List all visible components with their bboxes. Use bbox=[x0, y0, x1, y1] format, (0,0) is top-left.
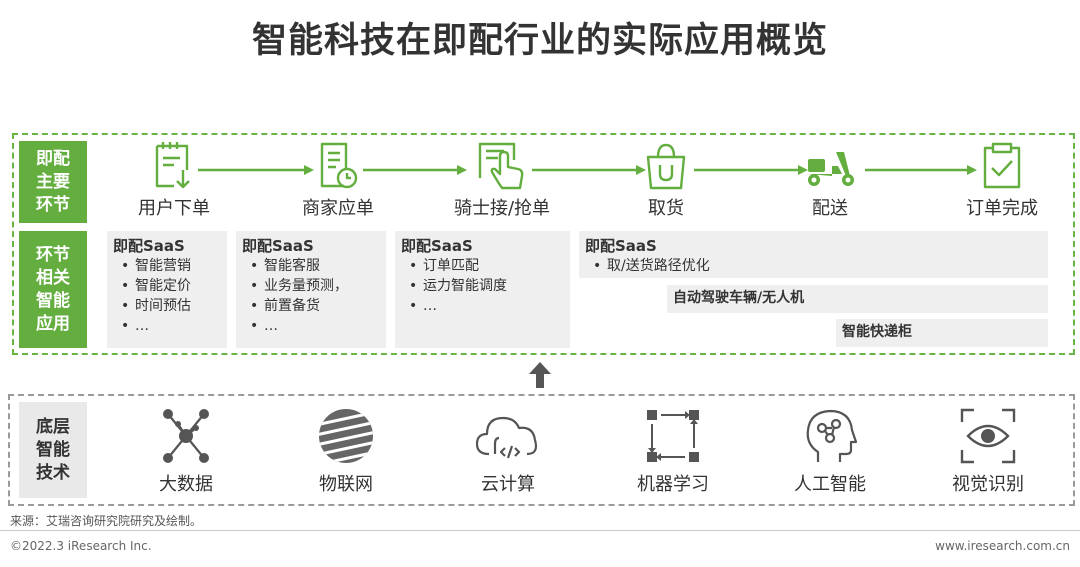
up-arrow-icon bbox=[529, 362, 551, 388]
main-links-line: 环节 bbox=[36, 194, 70, 215]
flow-arrow bbox=[363, 165, 467, 175]
panel-title: 即配SaaS bbox=[401, 237, 473, 255]
smart-apps-label: 环节 相关 智能 应用 bbox=[19, 231, 87, 348]
tech-ai: 人工智能 bbox=[765, 406, 895, 496]
flow-arrow bbox=[694, 165, 808, 175]
scooter-icon bbox=[808, 152, 854, 186]
flow-arrow bbox=[198, 165, 314, 175]
globe-stripes-icon bbox=[319, 409, 373, 463]
flow-arrow bbox=[865, 165, 977, 175]
panel-item: 订单匹配 bbox=[409, 256, 564, 276]
order-form-icon bbox=[155, 142, 190, 189]
panel-item: 业务量预测， bbox=[250, 276, 380, 296]
panel-item: 运力智能调度 bbox=[409, 276, 564, 296]
panel-item: … bbox=[121, 316, 221, 336]
saas-panel: 即配SaaS 智能客服 业务量预测， 前置备货 … bbox=[236, 231, 386, 348]
step-label: 骑士接/抢单 bbox=[453, 198, 551, 219]
smart-apps-line: 相关 bbox=[36, 267, 70, 288]
receipt-clock-icon bbox=[320, 142, 358, 189]
panel-item: 取/送货路径优化 bbox=[593, 256, 1042, 276]
tech-big-data: 大数据 bbox=[121, 406, 251, 496]
tech-name: 云计算 bbox=[481, 474, 535, 495]
panel-item: 智能营销 bbox=[121, 256, 221, 276]
panel-item: 时间预估 bbox=[121, 296, 221, 316]
panel-item: 智能定价 bbox=[121, 276, 221, 296]
step-label: 订单完成 bbox=[966, 198, 1038, 219]
application-frame bbox=[12, 133, 1075, 355]
tech-name: 物联网 bbox=[319, 474, 373, 495]
step-merchant-accept: 商家应单 bbox=[273, 140, 403, 220]
panel-item: … bbox=[250, 316, 380, 336]
step-complete: 订单完成 bbox=[937, 140, 1067, 220]
tech-vision: 视觉识别 bbox=[923, 406, 1053, 496]
clipboard-check-icon bbox=[983, 142, 1021, 189]
step-user-order: 用户下单 bbox=[109, 140, 239, 220]
tech-name: 人工智能 bbox=[794, 474, 866, 495]
cloud-code-icon bbox=[475, 416, 538, 459]
step-label: 用户下单 bbox=[138, 198, 210, 219]
tech-name: 大数据 bbox=[159, 474, 213, 495]
autonomous-vehicle-bar: 自动驾驶车辆/无人机 bbox=[667, 285, 1048, 313]
tech-cloud: 云计算 bbox=[443, 406, 573, 496]
step-label: 配送 bbox=[812, 198, 848, 219]
tech-iot: 物联网 bbox=[281, 406, 411, 496]
hand-tap-icon bbox=[478, 142, 524, 190]
brain-head-icon bbox=[806, 409, 858, 462]
network-nodes-icon bbox=[163, 409, 209, 463]
smart-apps-line: 环节 bbox=[36, 244, 70, 265]
step-pickup: 取货 bbox=[601, 140, 731, 220]
panel-title: 即配SaaS bbox=[585, 237, 657, 255]
smart-apps-line: 智能 bbox=[36, 290, 70, 311]
tech-name: 视觉识别 bbox=[952, 474, 1024, 495]
smart-apps-line: 应用 bbox=[36, 313, 70, 334]
copyright: ©2022.3 iResearch Inc. bbox=[10, 539, 152, 553]
step-rider-grab: 骑士接/抢单 bbox=[437, 140, 567, 220]
saas-panel: 即配SaaS 取/送货路径优化 bbox=[579, 231, 1048, 278]
source-note: 来源：艾瑞咨询研究院研究及绘制。 bbox=[10, 514, 203, 528]
tech-machine-learning: 机器学习 bbox=[608, 406, 738, 496]
main-links-label: 即配 主要 环节 bbox=[19, 141, 87, 223]
step-label: 商家应单 bbox=[302, 198, 374, 219]
flow-arrow bbox=[532, 165, 646, 175]
matrix-arrows-icon bbox=[647, 410, 699, 462]
tech-label-line: 技术 bbox=[36, 462, 70, 483]
panel-item: … bbox=[409, 296, 564, 316]
page-title: 智能科技在即配行业的实际应用概览 bbox=[251, 21, 828, 61]
footer-divider bbox=[0, 530, 1080, 531]
shopping-bag-icon bbox=[646, 143, 686, 190]
main-links-line: 主要 bbox=[36, 171, 70, 192]
tech-label-line: 底层 bbox=[36, 416, 70, 437]
tech-label-line: 智能 bbox=[36, 439, 70, 460]
saas-panel: 即配SaaS 智能营销 智能定价 时间预估 … bbox=[107, 231, 227, 348]
tech-name: 机器学习 bbox=[637, 474, 709, 495]
website-link[interactable]: www.iresearch.com.cn bbox=[935, 539, 1070, 553]
panel-title: 即配SaaS bbox=[113, 237, 185, 255]
technology-frame bbox=[8, 394, 1075, 506]
tech-label: 底层 智能 技术 bbox=[19, 402, 87, 498]
panel-item: 前置备货 bbox=[250, 296, 380, 316]
main-links-line: 即配 bbox=[36, 148, 70, 169]
smart-locker-bar: 智能快递柜 bbox=[836, 319, 1048, 347]
panel-title: 即配SaaS bbox=[242, 237, 314, 255]
panel-item: 智能客服 bbox=[250, 256, 380, 276]
step-label: 取货 bbox=[648, 198, 684, 219]
saas-panel: 即配SaaS 订单匹配 运力智能调度 … bbox=[395, 231, 570, 348]
eye-scan-icon bbox=[960, 408, 1016, 464]
step-delivery: 配送 bbox=[765, 140, 895, 220]
